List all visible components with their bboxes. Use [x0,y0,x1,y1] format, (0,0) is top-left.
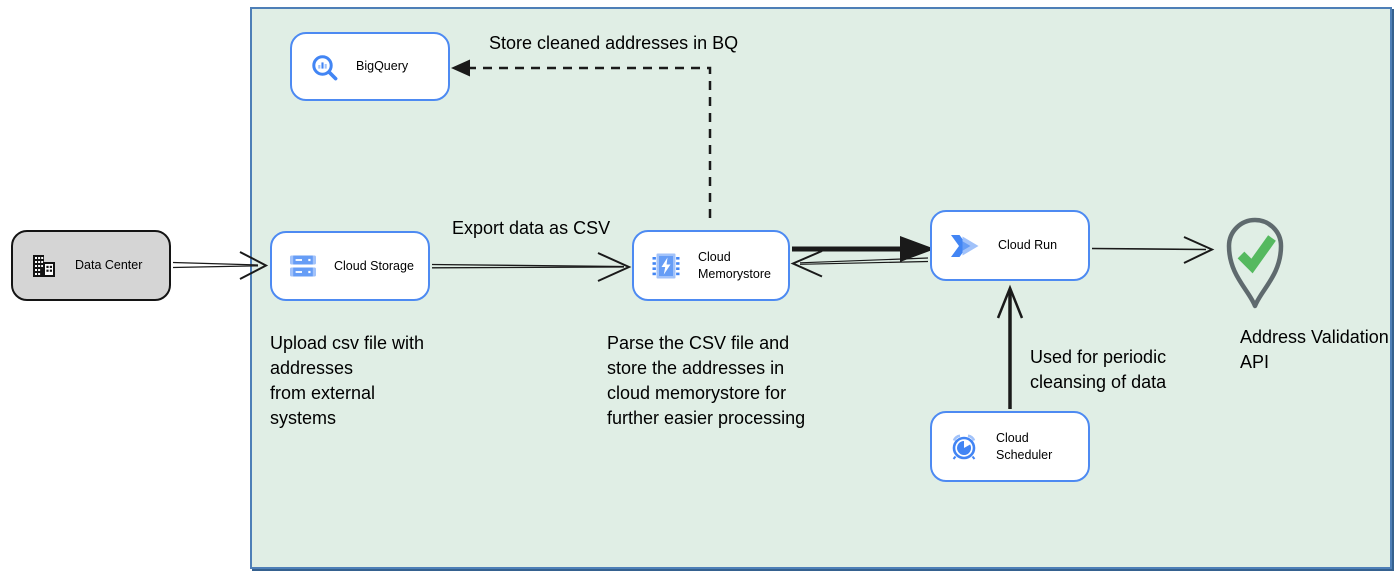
annotation-store-cleaned-bq: Store cleaned addresses in BQ [489,33,739,53]
memorystore-chip-icon [652,253,680,279]
annotation-periodic-note: Used for periodic cleansing of data [1030,347,1167,392]
node-cloud-scheduler: Cloud Scheduler [930,411,1090,482]
annotation-export-csv: Export data as CSV [452,218,611,238]
address-validation-pin-icon [1226,217,1284,309]
node-label: BigQuery [356,59,409,74]
node-data-center: Data Center [11,230,171,301]
cloud-run-chevrons-icon [950,233,980,259]
node-label: Cloud Run [998,238,1058,253]
node-label: Cloud Storage [334,258,414,273]
node-cloud-run: Cloud Run [930,210,1090,281]
gcp-boundary-container [250,7,1392,569]
annotation-upload-note: Upload csv file with addresses from exte… [270,333,425,428]
annotation-parse-note: Parse the CSV file and store the address… [607,333,806,428]
node-cloud-memorystore: Cloud Memorystore [632,230,790,301]
node-label: Cloud Memorystore [698,250,771,281]
annotation-address-validation-api: Address Validation API [1240,327,1389,372]
node-label: Cloud Scheduler [996,431,1053,462]
scheduler-clock-icon [950,433,978,461]
storage-buckets-icon [290,255,316,277]
node-bigquery: BigQuery [290,32,450,101]
node-label: Data Center [75,258,143,273]
building-icon [31,254,57,278]
node-cloud-storage: Cloud Storage [270,231,430,301]
bigquery-search-icon [310,53,338,81]
